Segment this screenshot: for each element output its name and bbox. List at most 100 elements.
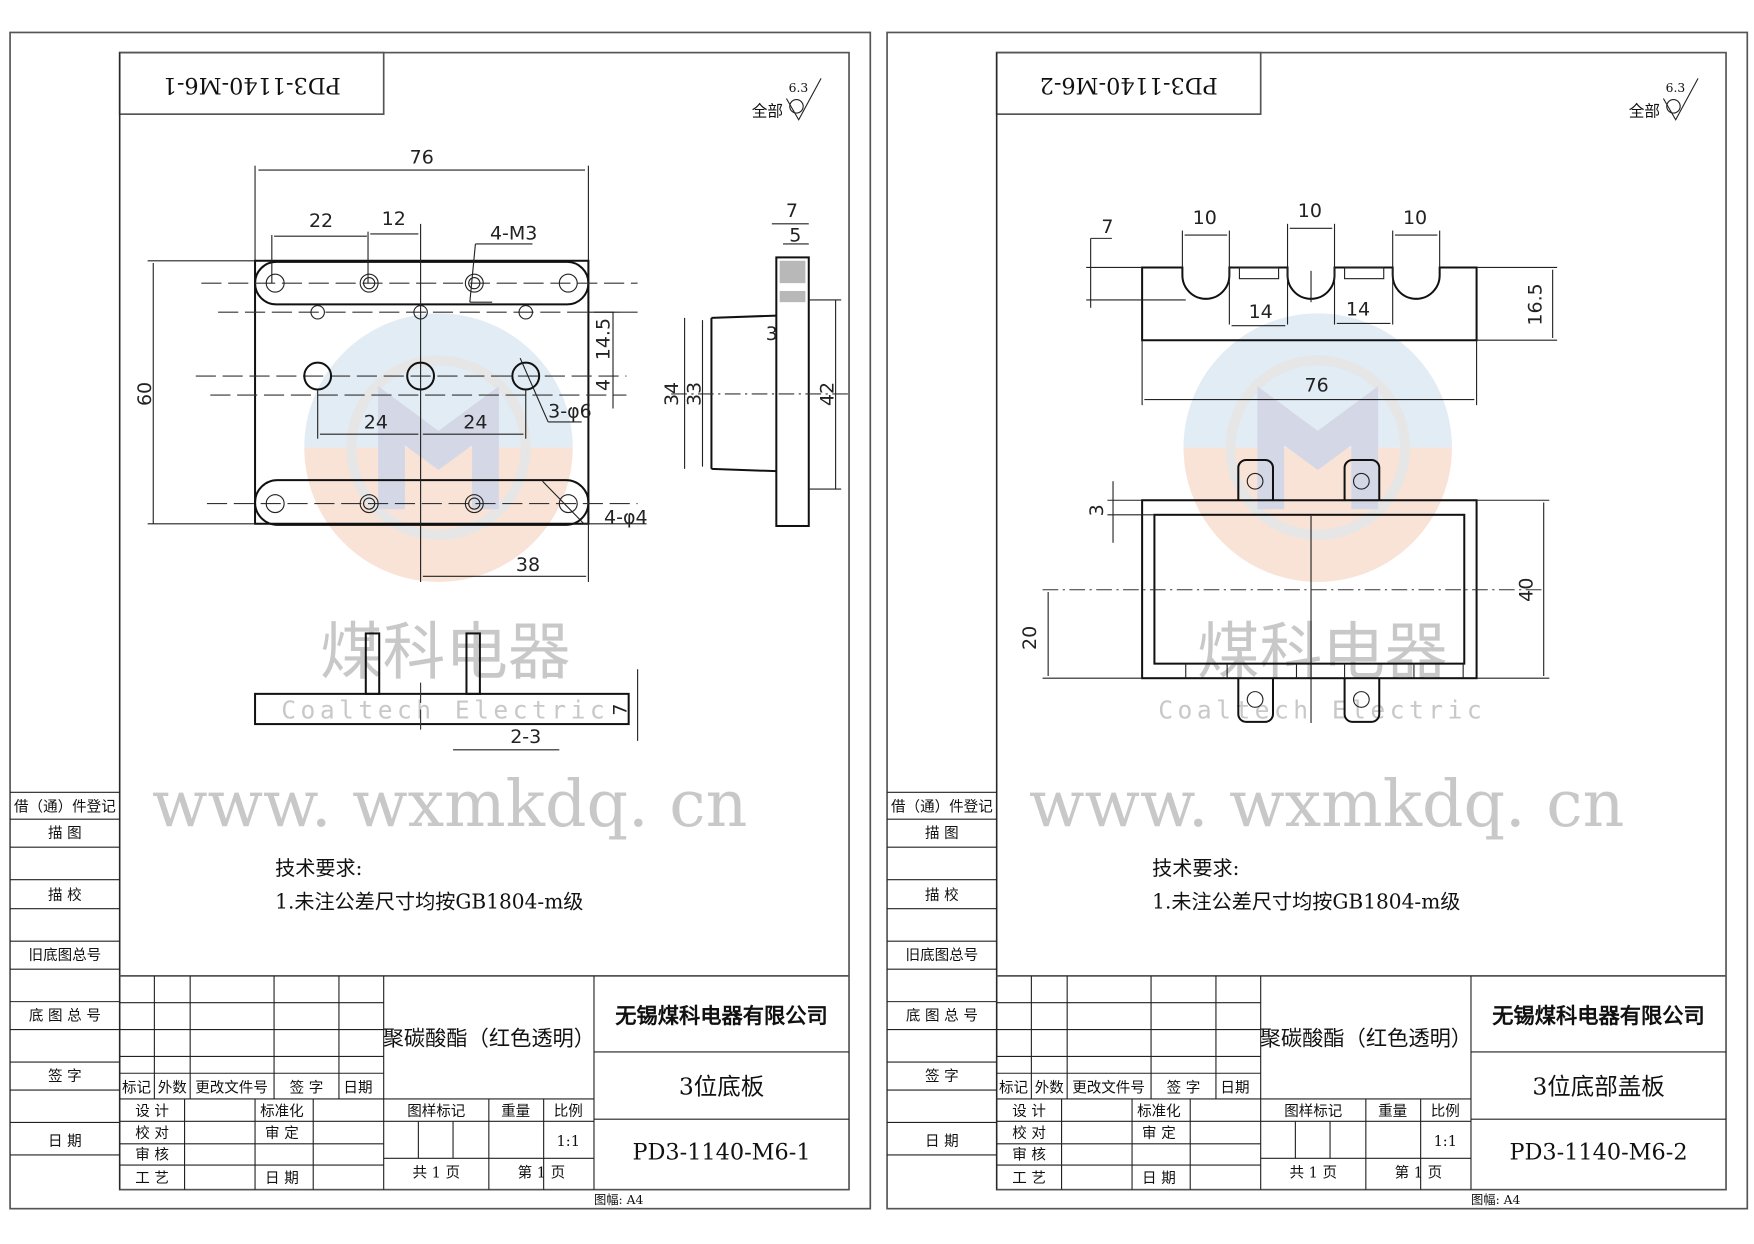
- header-scale: 比例: [554, 1103, 583, 1120]
- dim-holes-phi6: 3-φ6: [548, 400, 592, 422]
- dim-38: 38: [516, 554, 540, 576]
- rev-header-sign: 签 字: [290, 1079, 324, 1096]
- dim-pin-width: 2-3: [510, 726, 541, 748]
- dim-40: 40: [1516, 578, 1538, 602]
- dim-height: 60: [134, 382, 156, 406]
- watermark-logo-right: [1183, 313, 1452, 582]
- company-name: 无锡煤科电器有限公司: [1492, 1003, 1704, 1029]
- watermark-company-cn-right: 煤科电器: [1197, 616, 1448, 689]
- sheet-number: 第 1 页: [518, 1163, 566, 1181]
- tech-requirements-title: 技术要求:: [275, 856, 362, 880]
- drawing-number: PD3-1140-M6-1: [632, 1139, 810, 1165]
- dim-22: 22: [309, 210, 333, 232]
- watermark-company-cn-left: 煤科电器: [320, 616, 571, 689]
- label-process: 工 艺: [135, 1170, 169, 1187]
- surface-finish-symbol: 全部 6.3: [1629, 78, 1699, 121]
- surface-finish-label: 全部: [752, 101, 783, 120]
- side-label-signature: 签 字: [925, 1068, 959, 1085]
- scale-value: 1:1: [1434, 1134, 1457, 1150]
- sheet-number: 第 1 页: [1395, 1163, 1443, 1181]
- label-design: 设 计: [135, 1103, 169, 1120]
- label-date: 日 期: [265, 1170, 299, 1187]
- label-process: 工 艺: [1012, 1170, 1046, 1187]
- tech-requirements-title: 技术要求:: [1152, 856, 1239, 880]
- title-block: 标记 外数 更改文件号 签 字 日期 设 计 校 对 审 核 工 艺 标准化 审…: [996, 975, 1727, 1207]
- dim-4: 4: [593, 379, 615, 391]
- inverted-drawing-number: PD3-1140-M6-2: [1040, 72, 1218, 98]
- drawing-number: PD3-1140-M6-2: [1509, 1139, 1687, 1165]
- hole-phi6: [406, 361, 436, 391]
- surface-finish-value: 6.3: [1666, 81, 1686, 95]
- sheet-count: 共 1 页: [1289, 1164, 1337, 1181]
- rev-header-sign: 签 字: [1167, 1079, 1201, 1096]
- rev-header-count: 外数: [1035, 1079, 1065, 1096]
- side-flange: [775, 256, 810, 527]
- rev-header-mark: 标记: [122, 1079, 151, 1096]
- label-review: 审 核: [1012, 1146, 1046, 1163]
- rev-header-date: 日期: [343, 1079, 372, 1096]
- watermark-company-en-right: Coaltech Electric: [1158, 695, 1486, 724]
- dim-holes-phi4: 4-φ4: [604, 507, 648, 529]
- dim-side-42: 42: [816, 382, 838, 406]
- side-label-trace: 描 图: [48, 825, 82, 842]
- cover-outline: [1141, 499, 1478, 680]
- watermark-logo-left: [304, 313, 573, 582]
- material: 聚碳酸酯（红色透明）: [383, 1026, 595, 1051]
- dim-side-34: 34: [661, 382, 683, 406]
- plate-front-view: 7 2-3: [254, 632, 639, 751]
- dim-side-7: 7: [786, 200, 798, 222]
- rev-header-date: 日期: [1220, 1079, 1249, 1096]
- label-approve: 审 定: [265, 1125, 299, 1142]
- dim-width: 76: [1305, 375, 1329, 397]
- sheet-2: PD3-1140-M6-2 全部 6.3 借（通）件登记 描 图 描 校: [886, 31, 1749, 1210]
- side-label-base-number: 底 图 总 号: [906, 1008, 978, 1025]
- sheet-count: 共 1 页: [412, 1164, 460, 1181]
- dim-height: 16.5: [1524, 283, 1546, 325]
- side-label-signature: 签 字: [48, 1068, 82, 1085]
- dim-side-33: 33: [683, 382, 705, 406]
- side-label-old-number: 旧底图总号: [29, 947, 102, 964]
- plate-top-view: 76 22 12 4-M3 60 14.5 4 3-φ6: [134, 146, 648, 582]
- side-label-date: 日 期: [925, 1133, 959, 1150]
- sheet-outer-border: [886, 31, 1749, 1210]
- dim-width: 76: [410, 146, 434, 168]
- dim-side-5: 5: [789, 225, 801, 247]
- sheet-1: PD3-1140-M6-1 全部 6.3 借（通）件登记 描 图: [9, 31, 872, 1210]
- company-name: 无锡煤科电器有限公司: [615, 1003, 827, 1029]
- side-column: 借（通）件登记 描 图 描 校 旧底图总号 底 图 总 号 签 字 日 期: [10, 52, 121, 1190]
- sheet-outer-border: [9, 31, 872, 1210]
- rev-header-file: 更改文件号: [1072, 1079, 1145, 1096]
- label-approve: 审 定: [1142, 1125, 1176, 1142]
- dim-thread: 4-M3: [490, 222, 537, 244]
- side-label-trace-check: 描 校: [925, 887, 959, 904]
- watermark-company-en-left: Coaltech Electric: [281, 695, 609, 724]
- dim-slot-2: 10: [1298, 200, 1322, 222]
- part-name: 3位底部盖板: [1532, 1073, 1664, 1101]
- sheet-size-label: 图幅: A4: [1471, 1192, 1521, 1207]
- side-label-borrow: 借（通）件登记: [891, 798, 993, 815]
- material: 聚碳酸酯（红色透明）: [1260, 1026, 1472, 1051]
- dim-24-a: 24: [364, 412, 388, 434]
- tech-requirement-item: 1.未注公差尺寸均按GB1804-m级: [1152, 890, 1460, 914]
- label-standardize: 标准化: [260, 1103, 304, 1120]
- label-check: 校 对: [1012, 1125, 1046, 1142]
- plate-side-view: 7 5 34 33 3 42: [661, 200, 848, 527]
- header-drawing-mark: 图样标记: [1284, 1103, 1342, 1120]
- rev-header-file: 更改文件号: [195, 1079, 268, 1096]
- label-date: 日 期: [1142, 1170, 1176, 1187]
- dim-20: 20: [1019, 626, 1041, 650]
- side-label-trace-check: 描 校: [48, 887, 82, 904]
- header-drawing-mark: 图样标记: [407, 1103, 465, 1120]
- dim-wall: 3: [1086, 504, 1108, 516]
- side-label-date: 日 期: [48, 1133, 82, 1150]
- dim-slot-3: 10: [1403, 207, 1427, 229]
- tech-requirement-item: 1.未注公差尺寸均按GB1804-m级: [275, 890, 583, 914]
- hole-phi4: [265, 273, 285, 293]
- side-label-trace: 描 图: [925, 825, 959, 842]
- side-label-base-number: 底 图 总 号: [29, 1008, 101, 1025]
- side-label-borrow: 借（通）件登记: [14, 798, 116, 815]
- label-review: 审 核: [135, 1146, 169, 1163]
- inverted-drawing-number: PD3-1140-M6-1: [163, 72, 341, 98]
- watermark-website-left: www. wxmkdq. cn: [152, 767, 747, 842]
- header-weight: 重量: [1378, 1103, 1407, 1120]
